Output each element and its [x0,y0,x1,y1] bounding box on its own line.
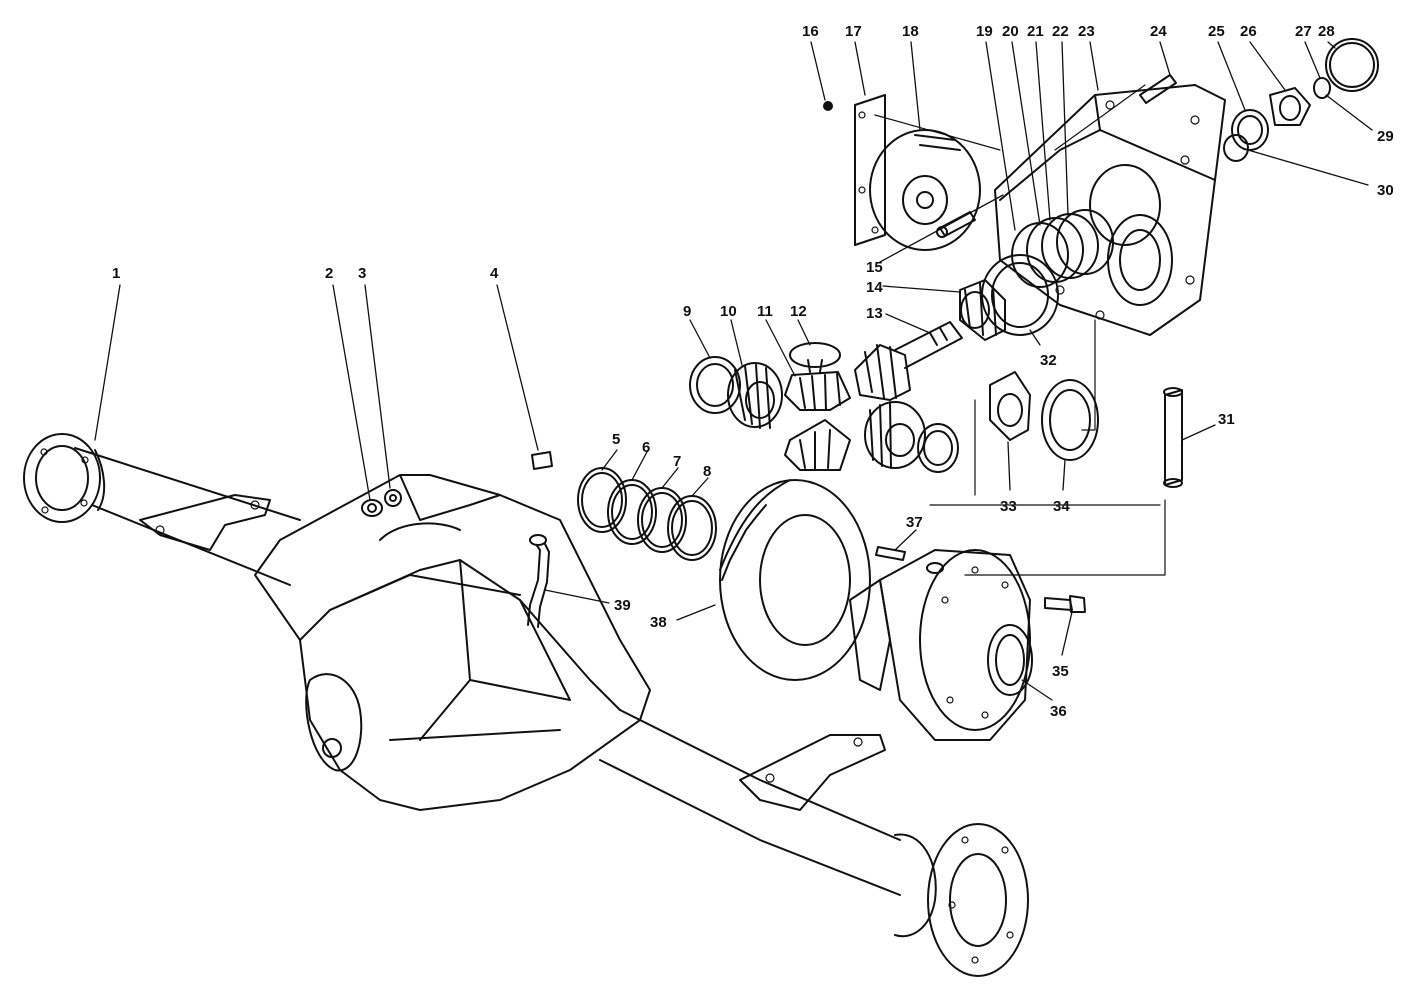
crown-wheel [719,479,871,681]
axle-housing [23,433,1029,977]
callout-33: 33 [1000,498,1017,515]
pinion-washer-12 [789,342,841,368]
callout-37: 37 [906,514,923,531]
callout-38: 38 [650,614,667,631]
pinion-bearing [959,254,1059,341]
breather-tube [527,539,541,626]
cross-shaft [1163,387,1183,488]
callout-20: 20 [1002,23,1019,40]
differential-housing [254,474,651,811]
callout-28: 28 [1318,23,1335,40]
left-spring-seat [139,494,271,551]
callout-24: 24 [1150,23,1167,40]
cover-plate [854,94,886,246]
callout-23: 23 [1078,23,1095,40]
bearing-cup-32 [981,254,1059,336]
left-tube [74,447,301,521]
leader-lines [94,41,1373,701]
bolt-24 [1139,74,1177,104]
callout-2: 2 [325,265,333,282]
shim-7 [637,487,687,553]
bearing-housing-18 [869,129,981,251]
callout-8: 8 [703,463,711,480]
shim-5 [577,467,627,533]
callout-31: 31 [1218,411,1235,428]
filler-plug [361,499,383,517]
assembly-lines [874,84,1166,576]
callout-36: 36 [1050,703,1067,720]
callout-10: 10 [720,303,737,320]
pinion-carrier-housing [994,84,1226,336]
nut-27 [1313,77,1331,99]
callout-27: 27 [1295,23,1312,40]
callout-7: 7 [673,453,681,470]
bearing-cup-34 [1041,379,1099,461]
callout-34: 34 [1053,498,1070,515]
bolt-15 [939,211,976,237]
callout-15: 15 [866,259,883,276]
right-tube [619,709,901,841]
seal-30 [1223,134,1249,162]
side-gear-right [864,401,959,473]
callout-19: 19 [976,23,993,40]
callout-1: 1 [112,265,120,282]
callout-9: 9 [683,303,691,320]
callout-18: 18 [902,23,919,40]
callout-4: 4 [490,265,499,282]
callout-26: 26 [1240,23,1257,40]
callout-29: 29 [1377,128,1394,145]
dowel-pin [531,451,553,470]
right-spring-seat [739,734,886,811]
callout-25: 25 [1208,23,1225,40]
flange-26 [1269,87,1311,126]
callout-32: 32 [1040,352,1057,369]
callout-5: 5 [612,431,620,448]
callout-12: 12 [790,303,807,320]
filler-washer [384,489,402,507]
callout-labels: 1 2 3 4 5 6 7 8 9 10 11 12 13 14 15 16 1… [112,23,1394,720]
callout-35: 35 [1052,663,1069,680]
bolts [823,74,1177,238]
carrier-bearing [989,371,1099,461]
callout-21: 21 [1027,23,1044,40]
drain-boss [305,673,363,772]
callout-11: 11 [757,303,773,320]
callout-30: 30 [1377,182,1394,199]
callout-17: 17 [845,23,862,40]
shims [577,467,717,561]
bolt-16 [823,101,833,111]
shim-8 [667,495,717,561]
callout-14: 14 [866,279,883,296]
washer-28 [1325,38,1379,92]
diff-pinion-lower [784,419,851,471]
diff-pinion-11 [784,371,851,411]
callout-22: 22 [1052,23,1069,40]
crown-wheel-bolt [1044,595,1086,613]
callout-6: 6 [642,439,650,456]
drive-pinion [854,321,963,401]
shim-6 [607,479,657,545]
pinion-spacers [1011,209,1114,288]
callout-39: 39 [614,597,631,614]
callout-13: 13 [866,305,883,322]
differential-case [849,549,1033,741]
side-gear-left [689,356,783,429]
output-flange-parts [1223,38,1379,162]
right-flange [927,823,1029,977]
left-flange [23,433,101,523]
lock-pin [875,546,906,561]
callout-16: 16 [802,23,819,40]
differential-pinions [784,342,851,471]
callout-3: 3 [358,265,366,282]
